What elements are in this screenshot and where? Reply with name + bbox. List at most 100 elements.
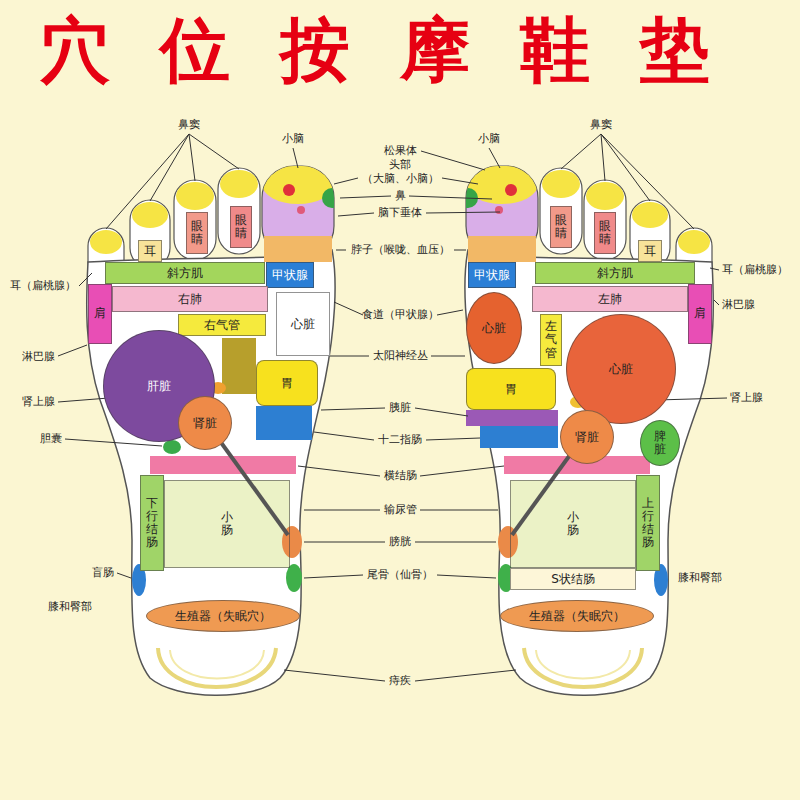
callout-label: 胆囊 (40, 432, 62, 445)
callout-label: 十二指肠 (378, 433, 422, 446)
illustration-part (150, 456, 296, 474)
zone-label: 心脏 (482, 321, 506, 335)
illustration-part (176, 182, 214, 210)
illustration-part (293, 148, 298, 168)
reflex-zone: 眼睛 (594, 212, 616, 254)
illustration-part (58, 345, 87, 356)
zone-label: 肩 (94, 307, 106, 320)
callout-label: 耳（扁桃腺） (10, 279, 76, 292)
leader-lines (58, 134, 727, 681)
callout-label: 松果体 (384, 144, 417, 157)
callout-label: 痔疾 (389, 674, 411, 687)
illustration-part (437, 575, 496, 578)
zone-label: 胃 (281, 376, 293, 390)
illustration-part (409, 196, 492, 199)
zone-label: 甲状腺 (474, 268, 510, 282)
reflex-zone: 斜方肌 (105, 262, 265, 284)
illustration-part (304, 542, 385, 543)
reflex-zone: 耳 (638, 240, 662, 262)
reflex-zone: 胃 (466, 368, 556, 410)
zone-label: 上行结肠 (642, 497, 654, 550)
illustration-part (158, 648, 276, 687)
illustration-part (298, 466, 380, 476)
illustration-part (601, 134, 605, 181)
reflex-zone: 肾脏 (178, 396, 232, 450)
illustration-part (421, 151, 485, 170)
illustration-part (264, 238, 332, 262)
illustration-part (218, 168, 260, 254)
callout-label: 肾上腺 (730, 391, 763, 404)
reflex-zone: 生殖器（失眠穴） (146, 600, 300, 632)
illustration-part (334, 302, 363, 315)
zone-label: 眼睛 (599, 220, 611, 246)
illustration-part (561, 134, 601, 169)
reflex-zone: 肩 (688, 284, 712, 344)
illustration-part (189, 134, 195, 181)
illustration-part (431, 356, 465, 357)
callout-label: 膝和臀部 (678, 571, 722, 584)
reflex-zone: 甲状腺 (468, 262, 516, 288)
zone-label: 胃 (505, 382, 517, 396)
illustration-part (106, 134, 189, 229)
reflex-zone: 左气管 (540, 314, 562, 366)
illustration-part (164, 480, 290, 568)
zone-label: 肩 (694, 307, 706, 320)
zone-label: 心脏 (291, 317, 315, 331)
illustration-part (442, 178, 478, 184)
illustration-part (340, 196, 391, 198)
illustration-part (174, 180, 216, 260)
callout-label: 横结肠 (384, 469, 417, 482)
illustration-part (304, 510, 380, 511)
illustration-part (222, 338, 256, 394)
illustration-part (415, 408, 468, 416)
illustration-part (334, 178, 358, 184)
zone-label: 左肺 (598, 292, 622, 306)
illustration-part (130, 200, 170, 268)
callout-label: 淋巴腺 (22, 350, 55, 363)
reflex-zone: 上行结肠 (636, 475, 660, 571)
title: 穴位按摩鞋垫 (40, 8, 760, 92)
zone-label: 斜方肌 (167, 266, 203, 280)
reflex-zone: 胃 (256, 360, 318, 406)
zone-label: 耳 (644, 244, 656, 258)
reflex-zone: 甲状腺 (266, 262, 314, 288)
reflex-zone: 心脏 (466, 292, 522, 364)
illustration-part (415, 542, 496, 543)
callout-label: 肾上腺 (22, 395, 55, 408)
callout-label: 小脑 (282, 132, 304, 145)
illustration-part (297, 206, 305, 214)
illustration-part (220, 170, 258, 198)
illustration-part (314, 432, 374, 440)
illustration-part (90, 164, 342, 262)
zone-label: 左气管 (545, 320, 557, 360)
reflex-zone: 脾脏 (640, 420, 680, 466)
illustration-part (336, 250, 346, 251)
callout-label: 淋巴腺 (722, 298, 755, 311)
callout-label: 膝和臀部 (48, 600, 92, 613)
zone-label: 肝脏 (147, 379, 171, 393)
zone-label: 肾脏 (575, 430, 599, 444)
zone-label: 耳 (144, 244, 156, 258)
illustration-part (437, 310, 463, 315)
zone-label: 脾脏 (654, 430, 666, 456)
zone-label: 小肠 (221, 511, 233, 537)
callout-label: 耳（扁桃腺） (722, 263, 788, 276)
reflex-zone: 右气管 (178, 314, 266, 336)
reflex-zone: 生殖器（失眠穴） (500, 600, 654, 632)
illustration-part (163, 440, 181, 454)
illustration-part (420, 466, 504, 476)
zone-label: 心脏 (609, 362, 633, 376)
illustration-part (170, 650, 264, 679)
illustration-part (338, 213, 374, 216)
illustration-part (710, 268, 719, 270)
illustration-part (466, 410, 558, 426)
illustration-part (132, 202, 168, 228)
illustration-part (189, 134, 239, 169)
illustration-part (90, 230, 122, 254)
callout-label: 胰脏 (389, 401, 411, 414)
reflex-zone: 下行结肠 (140, 475, 164, 571)
callout-label: 小脑 (478, 132, 500, 145)
zone-label: 眼睛 (235, 214, 247, 240)
